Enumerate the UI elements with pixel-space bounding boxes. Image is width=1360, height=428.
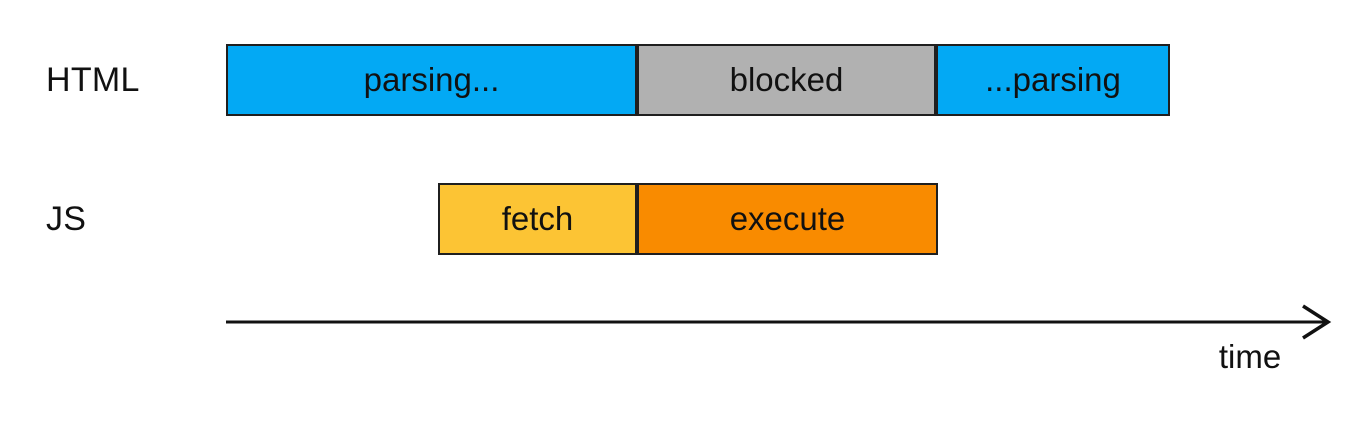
row-label-html: HTML: [46, 60, 140, 99]
segment-js-fetch: fetch: [438, 183, 637, 255]
time-axis-arrow-icon: [226, 304, 1332, 340]
segment-html-parsing-start: parsing...: [226, 44, 637, 116]
row-label-js: JS: [46, 199, 87, 238]
segment-js-execute: execute: [637, 183, 938, 255]
segment-html-parsing-resume: ...parsing: [936, 44, 1170, 116]
time-axis-label: time: [1218, 338, 1282, 375]
segment-html-blocked: blocked: [637, 44, 936, 116]
